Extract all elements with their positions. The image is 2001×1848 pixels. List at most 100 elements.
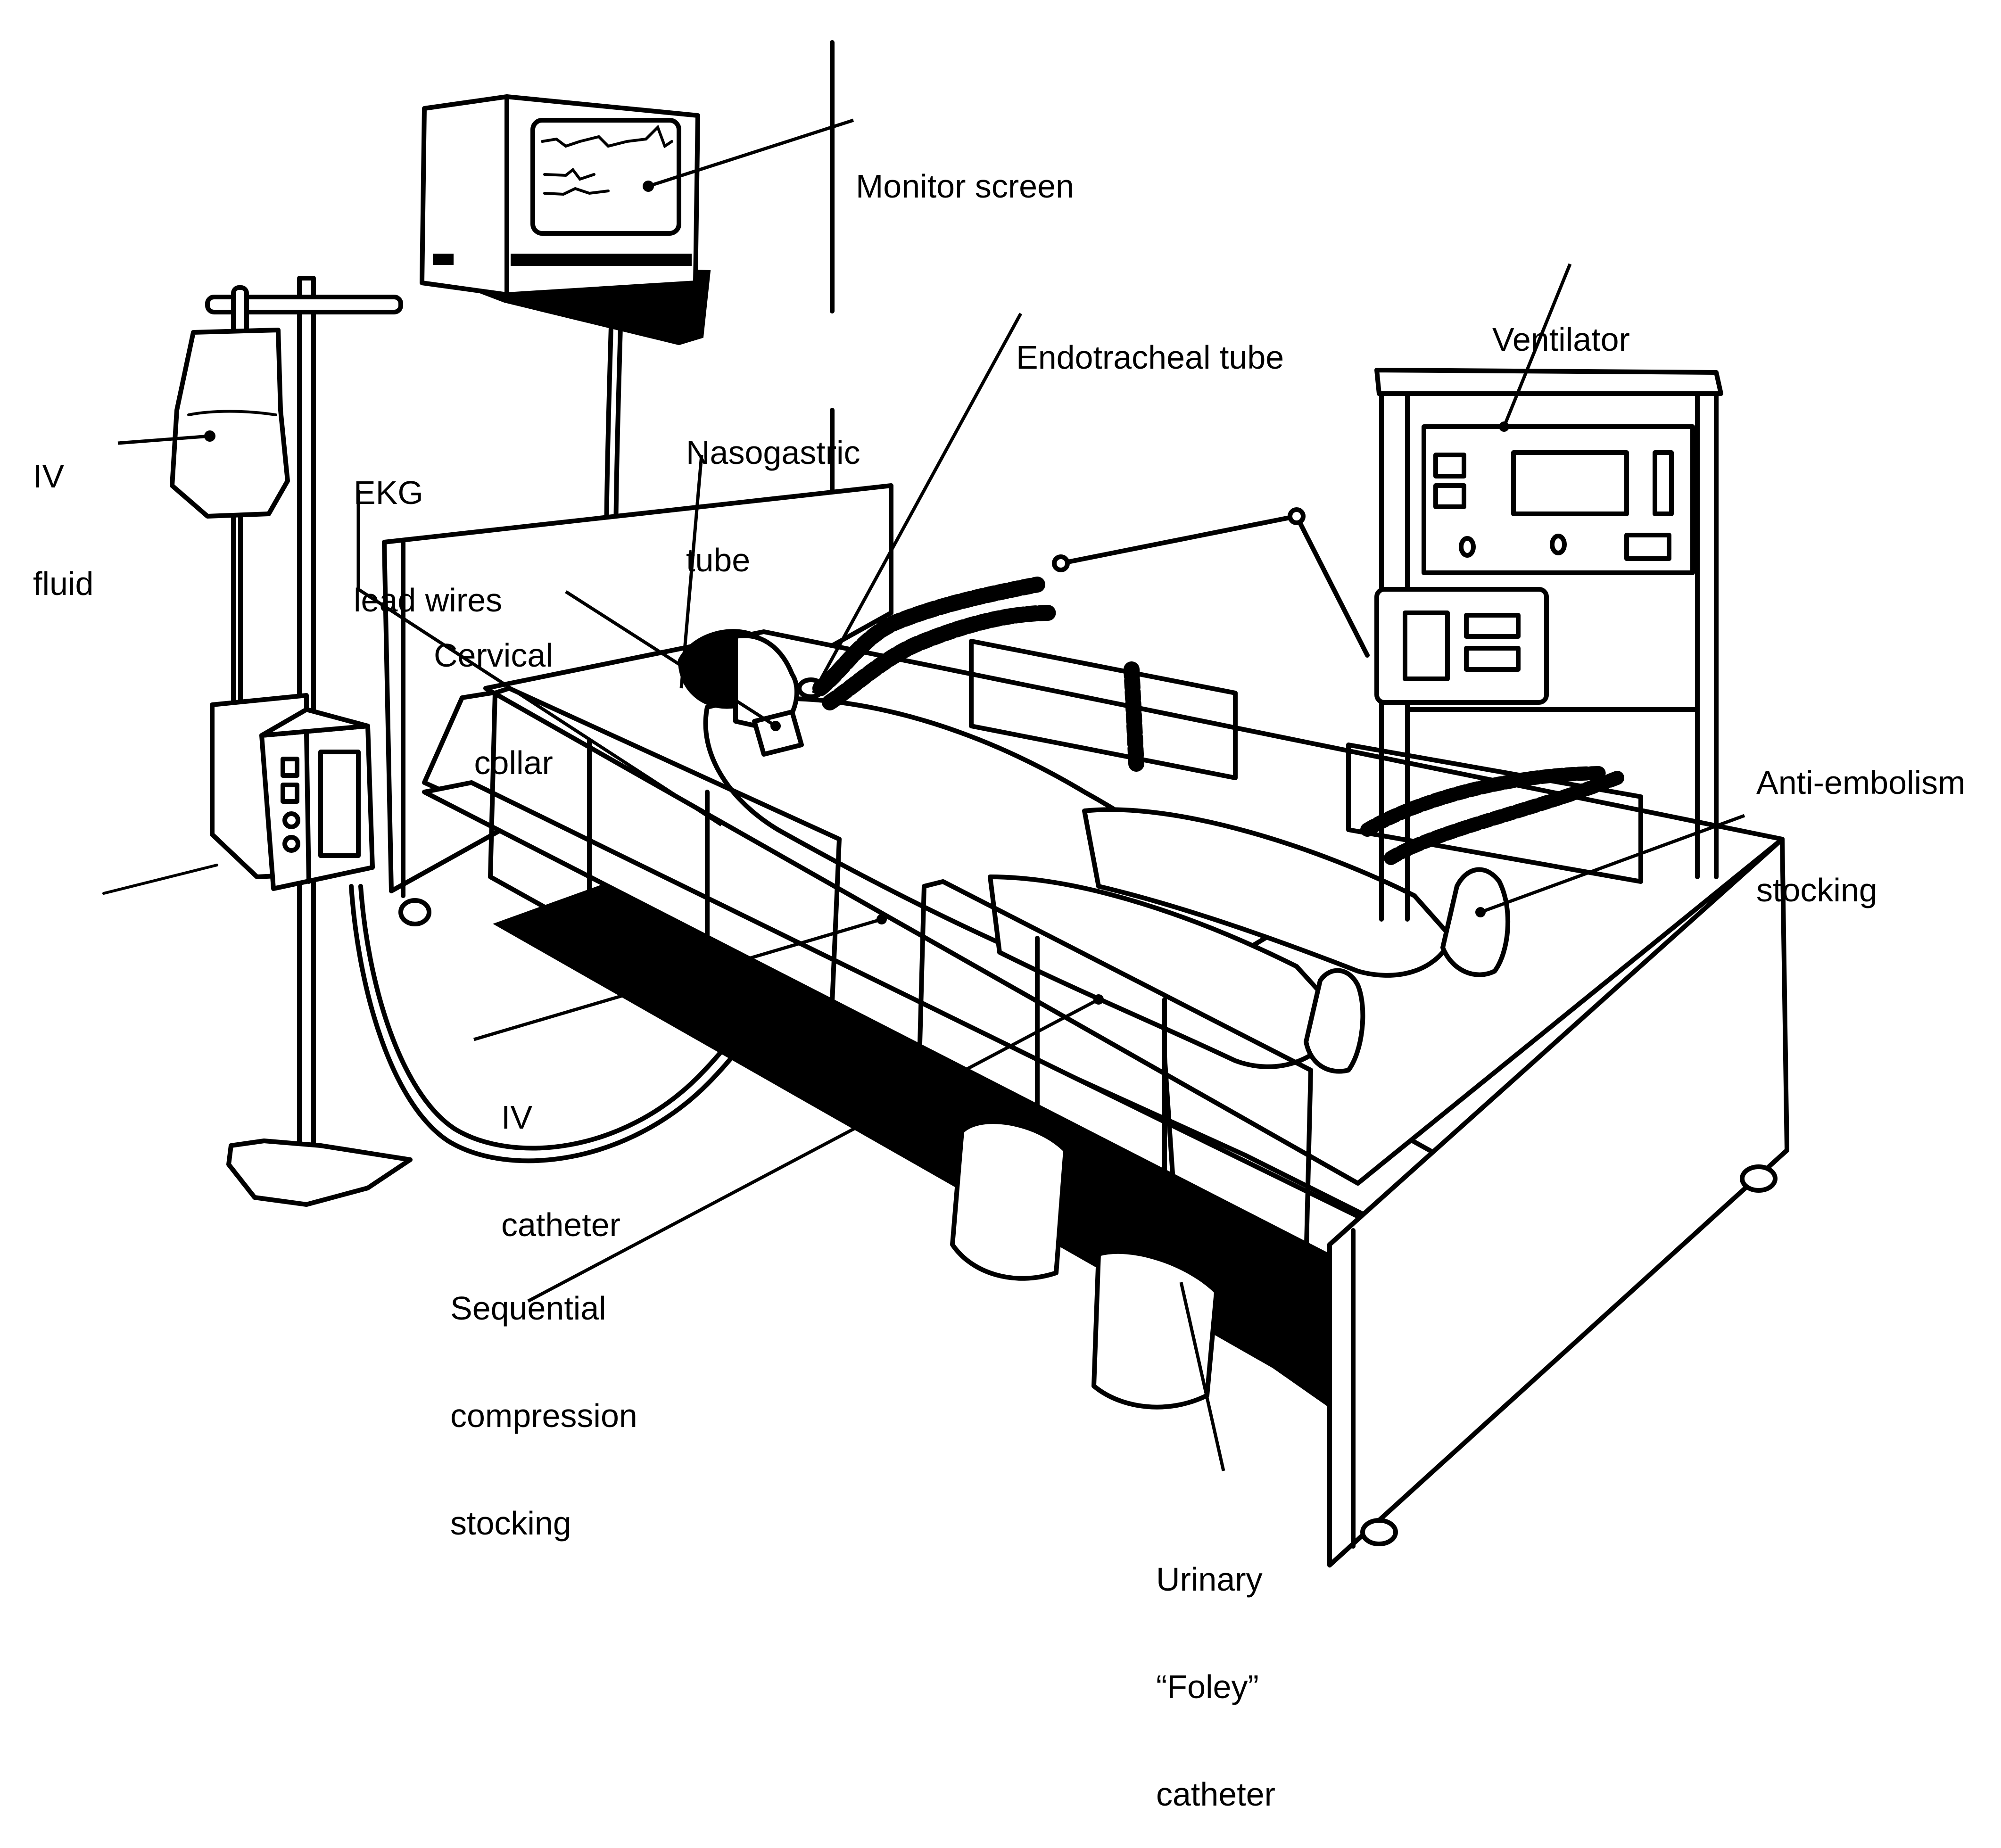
ventilator-hoses — [812, 577, 1624, 865]
iv-infusion-pump — [210, 693, 375, 891]
label-line: stocking — [450, 1505, 571, 1542]
ekg-waveform — [541, 124, 673, 148]
compression-pump-unit — [950, 1119, 1068, 1281]
corrugated-hose-to-ventilator-2 — [1384, 771, 1624, 865]
leader-dot — [1475, 907, 1486, 917]
left-leg-stocking — [988, 874, 1346, 1069]
label-line: lead wires — [354, 582, 503, 619]
label-line: Anti-embolism — [1756, 764, 1966, 801]
label-line: IV — [501, 1099, 533, 1136]
leader-dot — [643, 181, 653, 191]
label-cervical-collar: Cervical collar — [434, 566, 553, 817]
ventilator-display-small — [1433, 483, 1466, 509]
caster-wheel — [398, 898, 431, 926]
label-line: IV — [33, 458, 65, 495]
iv-fluid-level — [187, 410, 277, 416]
label-line: Cervical — [434, 637, 553, 674]
ventilator-secondary-unit — [1374, 587, 1549, 705]
ventilator-gauge — [1653, 450, 1674, 516]
leader-dot — [770, 721, 781, 731]
caster-wheel — [1360, 1518, 1398, 1546]
leader-sequential-compression-stocking — [527, 998, 1100, 1303]
pump-knob — [282, 835, 300, 853]
arm-joint — [1052, 554, 1070, 572]
leader-ekg-lead-wires — [356, 490, 722, 826]
label-nasogastric-tube: Nasogastric tube — [686, 363, 860, 614]
pump-top — [259, 707, 370, 738]
label-iv-fluid: IV fluid — [33, 387, 93, 637]
monitor-side-switch — [433, 254, 454, 265]
monitor — [420, 94, 711, 346]
right-leg-stocking — [1082, 807, 1455, 978]
foley-tubing — [1162, 1054, 1181, 1266]
monitor-screen — [530, 118, 681, 236]
illustration — [102, 40, 1789, 1568]
label-monitor-screen: Monitor screen — [856, 97, 1074, 240]
side-rail-foot-frame — [917, 879, 1313, 1270]
urine-drainage-bag — [1091, 1249, 1219, 1410]
right-foot-anti-embolism-stocking — [1440, 867, 1511, 977]
label-line: Monitor screen — [856, 168, 1074, 205]
ventilator-display-small — [1433, 453, 1466, 478]
iv-bag-hook — [231, 285, 249, 337]
ventilator-button — [1624, 533, 1671, 561]
label-line: Nasogastric — [686, 434, 860, 471]
label-line: collar — [474, 744, 553, 781]
pump-knob — [282, 811, 300, 829]
corrugated-hose-lower — [822, 605, 1059, 710]
label-line: Endotracheal tube — [1016, 339, 1284, 376]
secondary-unit-display — [1403, 610, 1450, 681]
label-ekg-lead-wires: EKG lead wires — [354, 403, 502, 654]
pump-button — [281, 783, 299, 804]
pump-divider — [304, 731, 311, 884]
ventilator-screen — [1511, 450, 1629, 516]
iv-pole-base — [226, 1138, 413, 1207]
label-line: tube — [686, 542, 751, 578]
label-line: Sequential — [450, 1290, 606, 1327]
corrugated-hose-to-ventilator — [1360, 766, 1610, 837]
cervical-collar — [752, 710, 804, 757]
label-urinary-foley-catheter: Urinary “Foley” catheter — [1156, 1490, 1275, 1848]
corrugated-hose-upper — [812, 577, 1045, 696]
label-line: compression — [450, 1397, 637, 1434]
label-ventilator: Ventilator — [1492, 250, 1630, 393]
label-line: fluid — [33, 565, 94, 602]
footboard — [1327, 837, 1789, 1568]
arm-joint — [1288, 507, 1306, 525]
leader-anti-embolism-stocking — [1480, 814, 1745, 914]
pump-display — [318, 750, 361, 858]
far-side-rail — [969, 639, 1238, 780]
leader-dot — [876, 914, 887, 924]
leader-ventilator — [1502, 263, 1572, 428]
leader-iv-fluid — [117, 434, 210, 445]
leader-dot — [204, 430, 215, 442]
ventilator-top-shelf — [1374, 368, 1723, 396]
leader-dot — [1499, 421, 1509, 432]
label-line: EKG — [354, 474, 423, 511]
pump-button — [281, 757, 299, 778]
hose-support-arm — [1058, 514, 1370, 658]
waveform-2 — [543, 167, 595, 181]
label-line: stocking — [1756, 872, 1877, 908]
label-line: “Foley” — [1156, 1668, 1259, 1705]
corrugated-hose-vertical — [1124, 661, 1144, 772]
iv-bag-body — [170, 328, 290, 519]
leader-lines — [117, 118, 1745, 1471]
monitor-control-strip — [511, 254, 692, 266]
iv-pole-crossbar — [205, 295, 403, 314]
leader-monitor-screen — [647, 118, 854, 188]
patient-head — [678, 629, 825, 757]
ventilator-knob — [1459, 536, 1476, 558]
ventilator — [1374, 368, 1723, 922]
label-line: Urinary — [1156, 1561, 1263, 1598]
label-line: catheter — [501, 1206, 620, 1243]
far-side-rail-foot — [1346, 742, 1643, 884]
leader-cervical-collar — [565, 590, 777, 727]
waveform-3 — [543, 187, 610, 196]
leader-urinary-foley-catheter — [1179, 1282, 1225, 1471]
leader-iv-catheter — [473, 917, 882, 1041]
leader-endotracheal-tube — [811, 313, 1023, 694]
iv-pole — [205, 276, 413, 1207]
secondary-unit-readout — [1464, 646, 1521, 672]
leader-dot — [1093, 994, 1104, 1005]
